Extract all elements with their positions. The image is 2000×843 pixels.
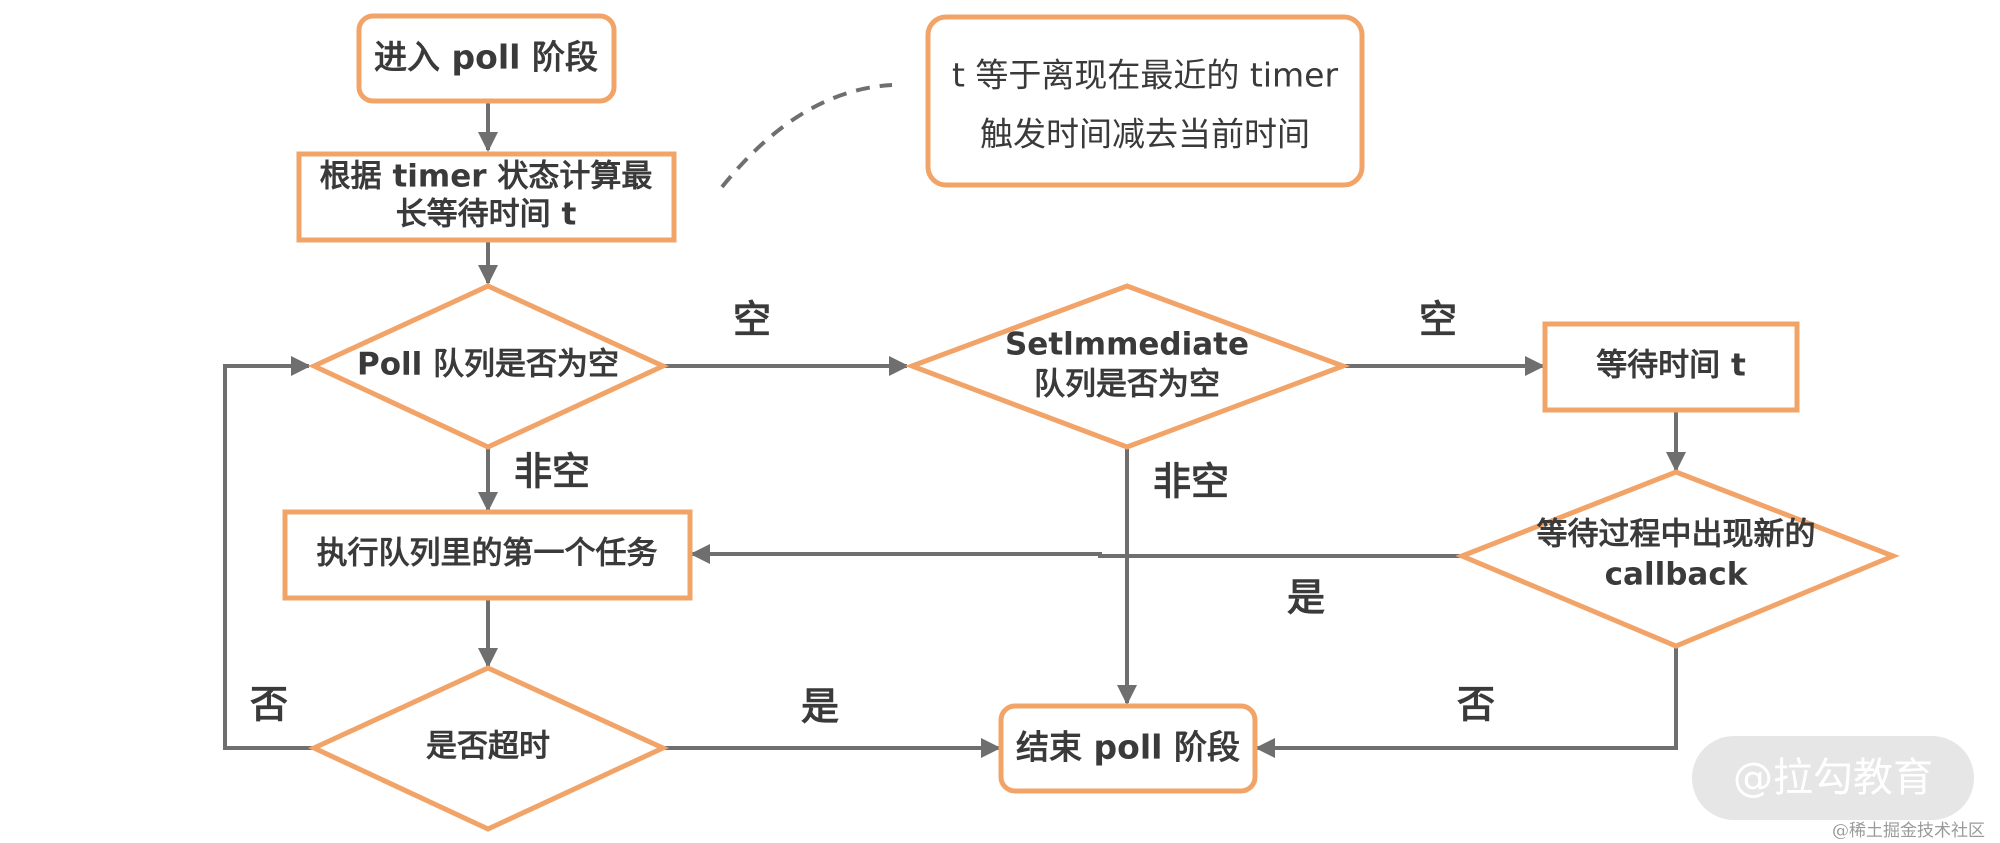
edge-callback-no-to-end: [1255, 646, 1678, 758]
node-setimmediate-line2: 队列是否为空: [1034, 367, 1220, 403]
node-poll-empty-label: Poll 队列是否为空: [357, 347, 619, 383]
label-timeout-no: 否: [250, 683, 288, 727]
node-new-callback-line2: callback: [1605, 557, 1749, 593]
note-connector: [720, 83, 893, 189]
node-end-poll: [998, 703, 1258, 794]
node-wait-t: [1542, 321, 1800, 413]
note-line2: 触发时间减去当前时间: [980, 115, 1310, 154]
node-end-poll-label: 结束 poll 阶段: [1016, 728, 1240, 767]
node-timeout: [308, 665, 669, 832]
node-timeout-label: 是否超时: [426, 729, 550, 765]
label-setimmediate-nonempty: 非空: [1153, 460, 1229, 504]
node-calc-wait-line2: 长等待时间 t: [396, 197, 577, 233]
node-setimmediate-line1: Setlmmediate: [1005, 327, 1249, 363]
label-poll-nonempty: 非空: [514, 450, 590, 494]
watermark-badge: @拉勾教育: [1692, 736, 1974, 820]
node-poll-empty: [308, 283, 669, 450]
node-calc-wait: [296, 151, 677, 243]
node-enter-poll-label: 进入 poll 阶段: [374, 38, 598, 77]
node-enter-poll: [356, 13, 617, 104]
node-wait-t-label: 等待时间 t: [1596, 348, 1746, 384]
label-callback-yes: 是: [1287, 576, 1325, 620]
node-new-callback: [1455, 469, 1900, 649]
watermark-credit: @稀土掘金技术社区: [1832, 821, 1985, 841]
watermark-text: @拉勾教育: [1733, 755, 1933, 801]
note-line1: t 等于离现在最近的 timer: [952, 56, 1338, 95]
label-setimmediate-empty: 空: [1419, 298, 1457, 342]
edge-timeout-back-to-poll: [223, 356, 314, 750]
node-exec-first-label: 执行队列里的第一个任务: [317, 536, 658, 572]
node-new-callback-line1: 等待过程中出现新的: [1537, 517, 1816, 553]
edge-callback-to-exec: [690, 544, 1462, 564]
node-setimmediate-empty: [904, 283, 1351, 450]
note-box: [925, 14, 1365, 188]
node-calc-wait-line1: 根据 timer 状态计算最: [320, 159, 653, 195]
label-poll-empty: 空: [733, 298, 771, 342]
node-exec-first: [282, 509, 693, 601]
label-timeout-yes: 是: [801, 685, 839, 729]
label-callback-no: 否: [1457, 683, 1495, 727]
